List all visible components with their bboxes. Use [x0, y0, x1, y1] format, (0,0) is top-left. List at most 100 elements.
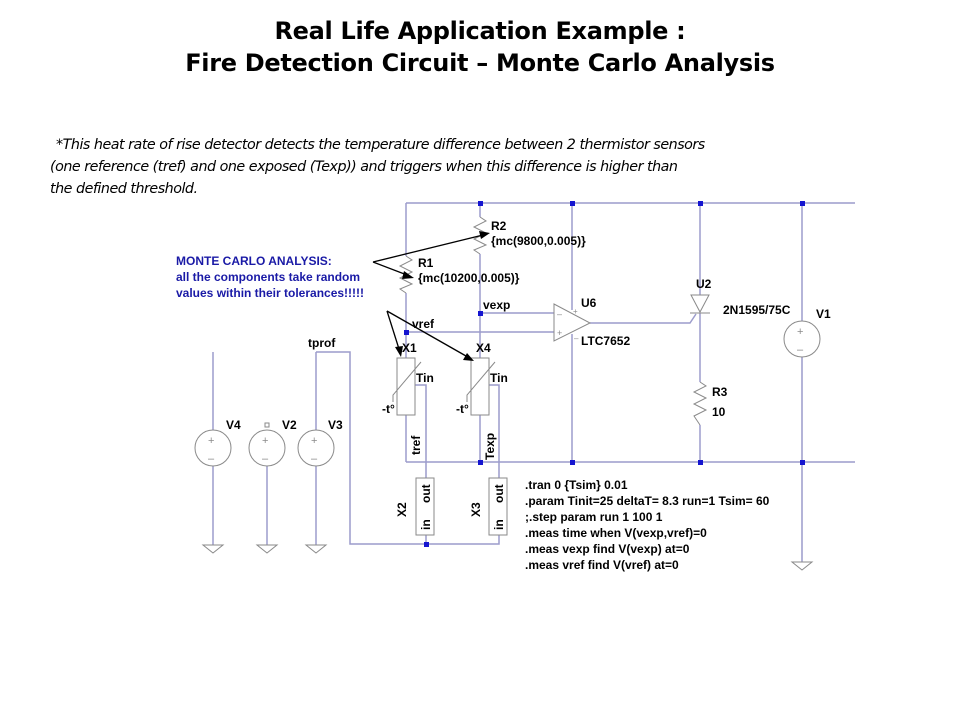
block-icon: [488, 477, 508, 536]
x1-ref: X1: [402, 341, 417, 355]
opamp-supply-plus: +: [573, 307, 578, 316]
v4-ref: V4: [226, 418, 241, 432]
r1-value: {mc(10200,0.005)}: [418, 271, 520, 285]
x3-pin-out: out: [492, 484, 506, 503]
slide-description: *This heat rate of rise detector detects…: [50, 134, 870, 200]
junction-nodes: [404, 201, 805, 547]
x2-pin-in: in: [419, 519, 433, 530]
x2-pin-out: out: [419, 484, 433, 503]
r3-value: 10: [712, 405, 726, 419]
net-label-vref: vref: [412, 317, 435, 331]
resistor-icon: [692, 381, 708, 426]
junction-node: [478, 311, 483, 316]
junction-node: [800, 460, 805, 465]
callout-line-3: values within their tolerances!!!!!: [176, 286, 364, 300]
monte-carlo-callout: MONTE CARLO ANALYSIS: all the components…: [176, 231, 490, 361]
wire-x3-in: [316, 351, 500, 545]
block-icon: [415, 477, 435, 536]
voltage-source-v2[interactable]: + – V2: [248, 418, 297, 467]
u6-value: LTC7652: [581, 334, 630, 348]
voltage-source-icon: [297, 429, 335, 467]
v1-ref: V1: [816, 307, 831, 321]
junction-node: [570, 460, 575, 465]
voltage-source-v1[interactable]: + – V1: [783, 307, 831, 358]
thermistor-icon: [470, 357, 490, 416]
x2-ref: X2: [395, 502, 409, 517]
resistor-r3[interactable]: R3 10: [692, 381, 728, 426]
r3-ref: R3: [712, 385, 728, 399]
arrowhead-icon: [395, 346, 403, 357]
spice-directive: .meas vexp find V(vexp) at=0: [525, 542, 690, 556]
callout-arrow-x1: [386, 310, 400, 350]
thermistor-x4[interactable]: X4 Tin -t°: [456, 341, 508, 416]
resistor-r2[interactable]: R2 {mc(9800,0.005)}: [472, 216, 586, 255]
opamp-plus-pin: +: [557, 328, 562, 338]
description-line-3: the defined threshold.: [50, 181, 198, 197]
net-label-vexp: vexp: [483, 298, 510, 312]
r2-ref: R2: [491, 219, 507, 233]
junction-node: [570, 201, 575, 206]
v2-minus: –: [262, 453, 269, 465]
v3-plus: +: [311, 435, 317, 447]
spice-directive: .meas vref find V(vref) at=0: [525, 558, 679, 572]
block-x2[interactable]: out in X2: [395, 477, 435, 536]
junction-node: [698, 201, 703, 206]
voltage-source-icon: [194, 429, 232, 467]
callout-arrow-r1: [372, 261, 408, 276]
voltage-source-v4[interactable]: + – V4: [194, 418, 241, 467]
junction-node: [698, 460, 703, 465]
thermistor-x1[interactable]: X1 Tin -t°: [382, 341, 434, 416]
spice-directives: .tran 0 {Tsim} 0.01 .param Tinit=25 delt…: [525, 478, 770, 572]
description-line-2: (one reference (tref) and one exposed (T…: [50, 159, 678, 175]
scr-u2[interactable]: U2 2N1595/75C: [690, 277, 791, 317]
arrowhead-icon: [463, 353, 474, 361]
slide-title-line-2: Fire Detection Circuit – Monte Carlo Ana…: [185, 49, 775, 77]
ground-icon: [790, 561, 814, 571]
u2-ref: U2: [696, 277, 712, 291]
v2-ref: V2: [282, 418, 297, 432]
opamp-minus-pin: –: [557, 309, 562, 319]
block-x3[interactable]: out in X3: [469, 477, 508, 536]
opamp-u6[interactable]: – + + – U6 LTC7652: [553, 296, 630, 348]
spice-directive: .tran 0 {Tsim} 0.01: [525, 478, 628, 492]
junction-node: [478, 201, 483, 206]
v3-minus: –: [311, 453, 318, 465]
voltage-source-icon: [248, 429, 286, 467]
spice-directive: .meas time when V(vexp,vref)=0: [525, 526, 707, 540]
opamp-icon: [553, 303, 592, 342]
resistor-r1[interactable]: R1 {mc(10200,0.005)}: [398, 255, 520, 294]
x1-pin-tin: Tin: [416, 371, 434, 385]
junction-node: [478, 460, 483, 465]
scr-icon: [690, 294, 710, 314]
callout-arrow-r2: [372, 234, 484, 263]
x4-ref: X4: [476, 341, 491, 355]
ground-icon: [304, 544, 328, 554]
opamp-supply-minus: –: [574, 334, 579, 343]
net-label-tref: tref: [409, 435, 423, 455]
voltage-source-v3[interactable]: + – V3: [297, 418, 343, 467]
ground-icon: [201, 544, 225, 554]
v1-minus: –: [797, 344, 804, 356]
junction-node: [404, 330, 409, 335]
ground-symbols: [201, 544, 814, 571]
u2-value: 2N1595/75C: [723, 303, 791, 317]
u6-ref: U6: [581, 296, 597, 310]
callout-line-2: all the components take random: [176, 270, 360, 284]
r2-value: {mc(9800,0.005)}: [491, 234, 586, 248]
callout-arrow-x4: [386, 310, 467, 357]
slide-title-line-1: Real Life Application Example :: [274, 17, 686, 45]
net-label-texp: Texp: [483, 433, 497, 460]
description-line-1: *This heat rate of rise detector detects…: [56, 137, 705, 153]
thermistor-icon: [396, 357, 416, 416]
v2-open-pin: [264, 422, 270, 428]
wire-x4-tin: [489, 384, 500, 478]
ground-icon: [255, 544, 279, 554]
net-label-tprof: tprof: [308, 336, 336, 350]
x1-temp: -t°: [382, 402, 395, 416]
x3-pin-in: in: [492, 519, 506, 530]
callout-line-1: MONTE CARLO ANALYSIS:: [176, 254, 332, 268]
x4-pin-tin: Tin: [490, 371, 508, 385]
arrowhead-icon: [479, 231, 490, 239]
spice-directive: ;.step param run 1 100 1: [525, 510, 663, 524]
